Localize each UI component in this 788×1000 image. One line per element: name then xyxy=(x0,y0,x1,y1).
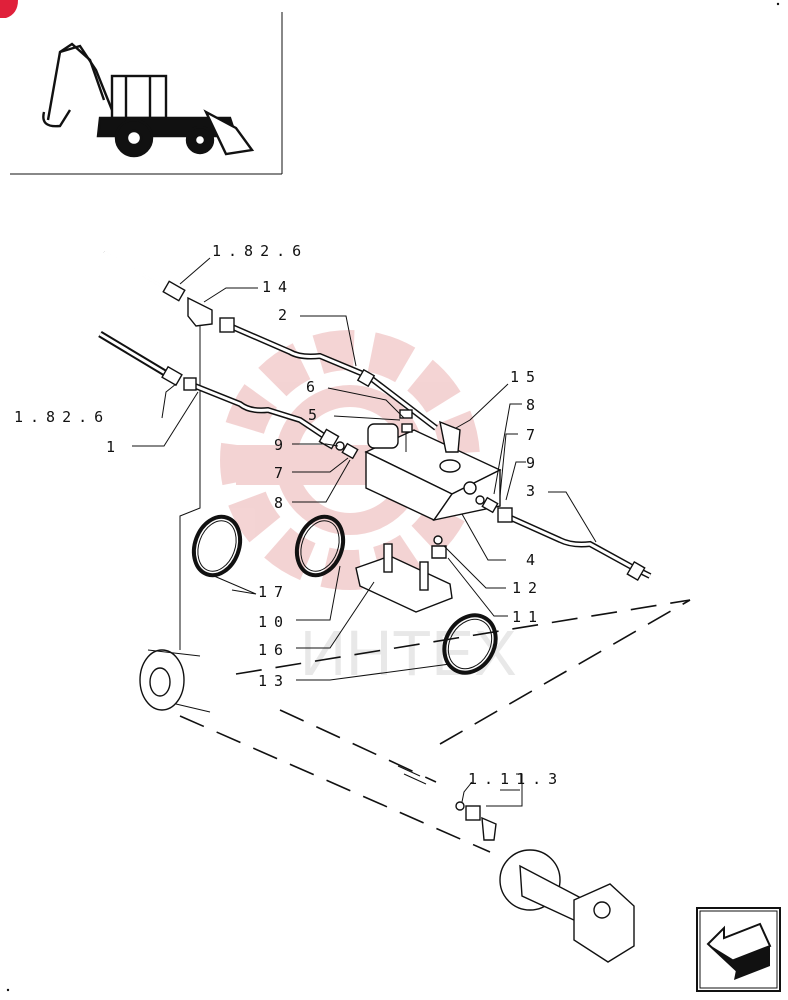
tube-2[interactable] xyxy=(219,317,438,431)
watermark-text: ИНТЕХ xyxy=(300,617,517,689)
label-16: 16 xyxy=(258,641,290,659)
parts-11-12[interactable] xyxy=(431,535,447,559)
label-14: 14 xyxy=(262,278,294,296)
label-1: 1 xyxy=(106,438,122,456)
label-2: 2 xyxy=(278,306,294,324)
connector-line xyxy=(179,318,201,650)
back-button[interactable] xyxy=(696,907,781,992)
dot-mark xyxy=(6,988,10,992)
dot-mark xyxy=(776,2,780,6)
label-17: 17 xyxy=(258,583,290,601)
label-1113: 1.11.3 xyxy=(468,770,564,788)
bracket-16[interactable] xyxy=(355,543,453,613)
label-7-right: 7 xyxy=(526,426,542,444)
hose-top[interactable] xyxy=(103,250,186,302)
corner-mark xyxy=(0,0,18,18)
label-10: 10 xyxy=(258,613,290,631)
label-15: 15 xyxy=(510,368,542,386)
label-4: 4 xyxy=(526,551,542,569)
label-1826-left: 1.82.6 xyxy=(14,408,110,426)
label-6: 6 xyxy=(306,378,322,396)
label-9-left: 9 xyxy=(274,436,290,454)
label-3: 3 xyxy=(526,482,542,500)
cylinder-outline xyxy=(139,599,691,963)
fitting-14[interactable] xyxy=(187,296,213,327)
label-11: 11 xyxy=(512,608,544,626)
backhoe-loader-icon xyxy=(42,42,255,158)
fitting-1113[interactable] xyxy=(455,801,497,841)
back-arrow-icon xyxy=(706,922,772,980)
clamp-10[interactable] xyxy=(289,510,351,581)
label-8-right: 8 xyxy=(526,396,542,414)
clamp-13[interactable] xyxy=(434,606,506,682)
fittings-right[interactable] xyxy=(475,495,499,514)
label-5: 5 xyxy=(308,406,324,424)
label-12: 12 xyxy=(512,579,544,597)
label-13: 13 xyxy=(258,672,290,690)
hose-left[interactable] xyxy=(98,330,183,387)
label-1826-top: 1.82.6 xyxy=(212,242,308,260)
caps-5-6[interactable] xyxy=(399,409,413,452)
label-7-left: 7 xyxy=(274,464,290,482)
leader-lines xyxy=(132,257,597,807)
label-9-right: 9 xyxy=(526,454,542,472)
callout-labels: 1.82.6 14 2 15 6 8 1.82.6 5 7 1 9 9 7 3 … xyxy=(14,242,564,788)
tube-3[interactable] xyxy=(497,507,652,582)
thumbnail-frame[interactable] xyxy=(10,12,283,175)
clamp-17[interactable] xyxy=(186,510,248,581)
tube-1[interactable] xyxy=(183,377,340,450)
label-8-left: 8 xyxy=(274,494,290,512)
